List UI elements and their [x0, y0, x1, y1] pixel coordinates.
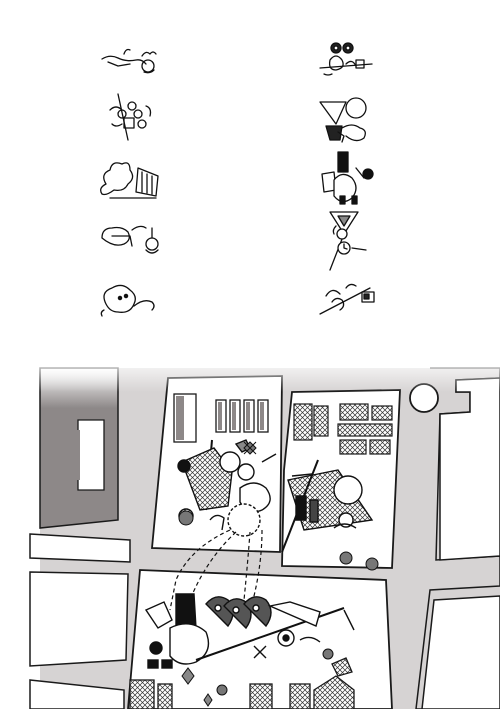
- curb-left-lower: [29, 571, 129, 667]
- hourglass-clock-icon: [329, 211, 367, 271]
- building-courtyard-notch: [77, 419, 105, 491]
- curb-left-bottom: [29, 679, 125, 709]
- swing-figure-icon: [101, 225, 159, 254]
- tower-and-blocks-icon: [321, 151, 374, 205]
- top-fade-overlay: [0, 356, 500, 392]
- trees: [178, 441, 379, 707]
- site-plan: [0, 356, 500, 709]
- reclining-figure-icon: [101, 48, 157, 74]
- legend-right-column: [319, 42, 375, 315]
- buildings-lower: [129, 657, 355, 709]
- block-right-lower: [421, 595, 500, 709]
- legend-left-column: [100, 48, 159, 317]
- buildings-upper-left: [173, 393, 269, 443]
- garden-pavilion-icon: [100, 162, 159, 199]
- lower-block-features: [144, 593, 355, 669]
- climbing-frame-icon: [109, 93, 152, 141]
- blob-creature-icon: [100, 284, 155, 317]
- dashed-paths: [169, 529, 263, 611]
- playground-right: [281, 459, 374, 553]
- curb-left-upper: [29, 533, 131, 563]
- slide-ramp-icon: [319, 283, 375, 315]
- buildings-upper-right: [293, 403, 393, 455]
- flower-cluster-icon: [319, 42, 373, 76]
- building-left-wing: [58, 430, 80, 480]
- cone-and-sphere-icon: [319, 97, 367, 143]
